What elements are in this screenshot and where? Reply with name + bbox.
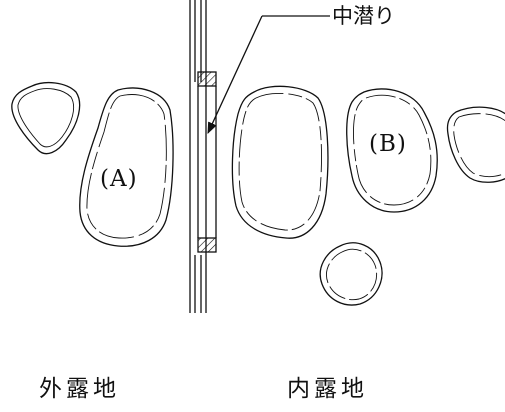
inner-garden-label: 内露地: [287, 376, 368, 402]
fence-wall: [189, 0, 207, 313]
stone-small-bottom: [319, 242, 383, 306]
stone-b: [346, 88, 438, 213]
middle-gate: [197, 71, 217, 253]
stone-a: [79, 87, 174, 247]
middle-gate-label: 中潜り: [332, 4, 395, 28]
outer-garden-label: 外露地: [39, 376, 120, 402]
stone-inner-large: [231, 85, 329, 239]
stone-a-label: (A): [100, 166, 138, 192]
callout-leader: [207, 15, 330, 135]
stone-b-label: (B): [369, 131, 407, 157]
stone-small-left: [11, 81, 81, 155]
stone-small-right: [446, 106, 505, 183]
